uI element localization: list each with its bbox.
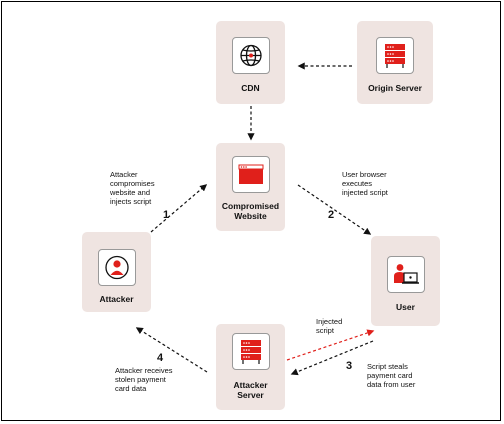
step1-note-line: compromises bbox=[110, 179, 155, 188]
website-icon-box bbox=[232, 156, 270, 193]
website-label-line2: Website bbox=[234, 211, 267, 221]
step1-note-line: Attacker bbox=[110, 170, 138, 179]
user-icon-box bbox=[387, 256, 425, 293]
step2-note-line: injected script bbox=[342, 188, 388, 197]
step2-note: User browser executes injected script bbox=[342, 170, 388, 197]
attacker-server-icon-box bbox=[232, 333, 270, 370]
arrow-injected-script bbox=[286, 329, 375, 361]
arrow-user-to-attacker-server bbox=[290, 340, 374, 376]
attacker-server-label-line2: Server bbox=[237, 390, 264, 400]
injected-note-line: Injected bbox=[316, 317, 343, 326]
cdn-icon-box bbox=[232, 37, 270, 74]
node-user: User bbox=[371, 236, 440, 326]
injected-note-line: script bbox=[316, 326, 334, 335]
globe-icon bbox=[240, 44, 262, 67]
step2-number: 2 bbox=[328, 209, 335, 221]
step4-note-line: Attacker receives bbox=[115, 366, 173, 375]
step3-note-line: payment card bbox=[367, 371, 413, 380]
step2-note-line: executes bbox=[342, 179, 373, 188]
user-label: User bbox=[396, 302, 415, 312]
step4-note-line: card data bbox=[115, 384, 147, 393]
person-icon bbox=[105, 255, 129, 280]
step3-note-line: data from user bbox=[367, 380, 416, 389]
step2-note-line: User browser bbox=[342, 170, 387, 179]
attacker-icon-box bbox=[98, 249, 136, 286]
node-attacker-server: Attacker Server bbox=[216, 324, 285, 410]
step3-note: Script steals payment card data from use… bbox=[367, 362, 415, 389]
step3-number: 3 bbox=[346, 360, 353, 372]
step1-note-line: website and bbox=[110, 188, 151, 197]
attacker-server-label-line1: Attacker bbox=[233, 380, 268, 390]
server-icon bbox=[241, 340, 261, 364]
node-attacker: Attacker bbox=[82, 232, 151, 312]
step3-note-line: Script steals bbox=[367, 362, 408, 371]
arrow-website-to-user bbox=[297, 184, 372, 235]
origin-icon-box bbox=[376, 37, 414, 74]
step4-number: 4 bbox=[157, 352, 164, 364]
browser-window-icon bbox=[238, 164, 264, 184]
arrow-attacker-server-to-attacker bbox=[135, 327, 208, 373]
node-cdn: CDN bbox=[216, 21, 285, 104]
step1-note-line: injects script bbox=[110, 197, 152, 206]
server-icon bbox=[385, 44, 405, 68]
injected-script-note: Injected script bbox=[316, 317, 342, 335]
attacker-label: Attacker bbox=[99, 294, 134, 304]
cdn-label: CDN bbox=[241, 83, 260, 93]
node-origin-server: Origin Server bbox=[357, 21, 433, 104]
step1-note: Attacker compromises website and injects… bbox=[110, 170, 155, 206]
arrow-attacker-to-website bbox=[150, 184, 208, 233]
person-laptop-icon bbox=[394, 264, 419, 284]
step1-number: 1 bbox=[163, 209, 170, 221]
step4-note: Attacker receives stolen payment card da… bbox=[115, 366, 173, 393]
website-label-line1: Compromised bbox=[221, 201, 280, 211]
step4-note-line: stolen payment bbox=[115, 375, 166, 384]
origin-label: Origin Server bbox=[368, 83, 422, 93]
node-compromised-website: Compromised Website bbox=[216, 143, 285, 231]
